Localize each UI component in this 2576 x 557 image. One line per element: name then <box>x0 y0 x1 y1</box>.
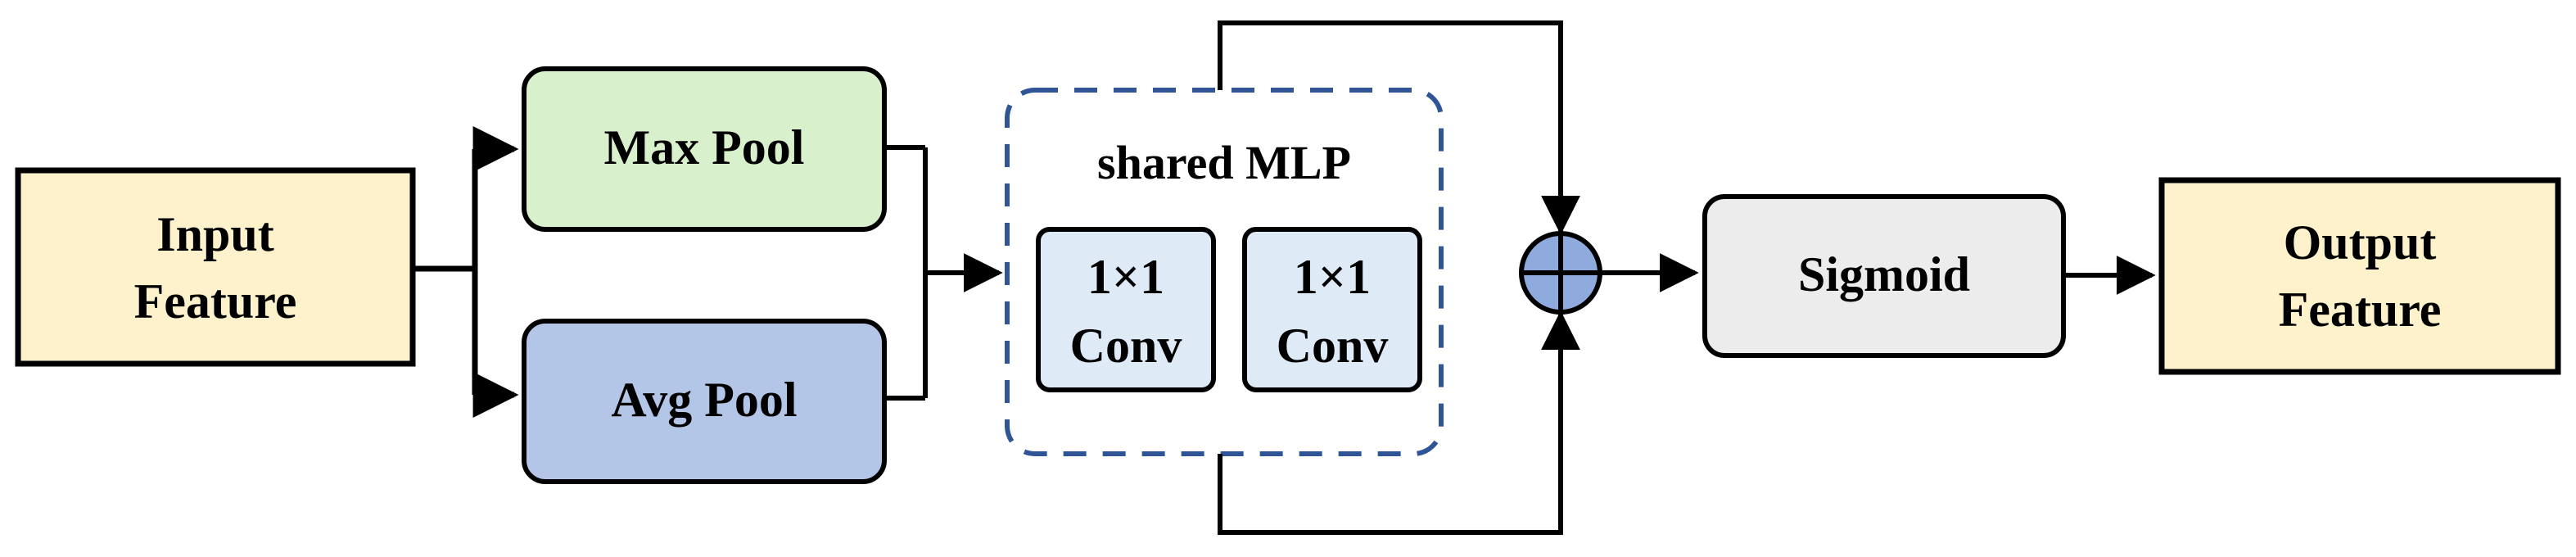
output-feature-label-line1: Output <box>2284 215 2437 269</box>
avg-pool-label: Avg Pool <box>611 373 797 427</box>
shared-mlp-border <box>1005 88 1444 456</box>
input-feature-label-line2: Feature <box>134 274 297 328</box>
sigmoid-label: Sigmoid <box>1798 247 1970 301</box>
pool-merge-connector <box>884 145 1003 401</box>
conv2-label-line2: Conv <box>1277 319 1389 373</box>
avg-pool-box <box>522 319 887 484</box>
output-feature-box <box>2158 177 2561 375</box>
conv1-box <box>1036 227 1216 392</box>
conv2-label-line1: 1×1 <box>1294 250 1371 304</box>
shared-mlp-title: shared MLP <box>1097 136 1351 189</box>
max-pool-label: Max Pool <box>604 120 805 174</box>
avg-pool-node: Avg Pool <box>522 319 887 484</box>
sigmoid-node: Sigmoid <box>1702 194 2066 358</box>
max-pool-node: Max Pool <box>522 66 887 232</box>
input-feature-box <box>15 167 416 367</box>
output-feature-node: Output Feature <box>2158 177 2561 375</box>
conv1-label-line2: Conv <box>1070 319 1182 373</box>
input-feature-label-line1: Input <box>156 207 273 261</box>
conv2-box <box>1242 227 1422 392</box>
conv1-label-line1: 1×1 <box>1087 250 1164 304</box>
input-feature-node: Input Feature <box>15 167 416 367</box>
shared-mlp-group: shared MLP 1×1 Conv 1×1 Conv <box>1005 88 1444 456</box>
input-split-connector <box>413 126 519 418</box>
output-feature-label-line2: Feature <box>2279 283 2442 337</box>
circle-plus-icon <box>1519 231 1602 315</box>
mlp-to-adder-connector <box>1218 20 1580 535</box>
